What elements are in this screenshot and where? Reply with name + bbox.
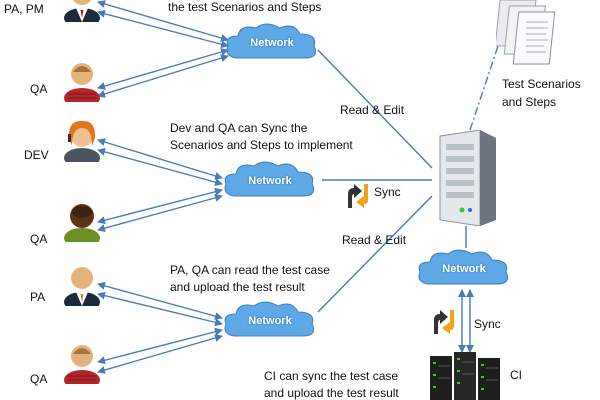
- person-icon: [64, 204, 100, 242]
- cloud-icon: Network: [412, 248, 516, 290]
- role-label-pa: PA: [30, 290, 46, 304]
- network-label: Network: [248, 175, 292, 187]
- role-label-qa: QA: [30, 82, 48, 96]
- network-label: Network: [248, 315, 292, 327]
- arrow-qa2-network2: [97, 187, 223, 225]
- docs-label-line2: and Steps: [502, 95, 557, 109]
- role-label-pa-pm: PA, PM: [4, 2, 44, 16]
- network-label: Network: [442, 263, 486, 275]
- person-icon: [64, 0, 100, 22]
- person-icon: [64, 345, 100, 384]
- person-icon: [64, 63, 100, 102]
- role-label-ci: CI: [510, 368, 522, 382]
- arrow-pa-network3-b: [97, 291, 223, 327]
- role-label-qa: QA: [30, 372, 48, 386]
- caption-pa-qa-line1: PA, QA can read the test case: [170, 263, 330, 277]
- caption-dev-qa-line1: Dev and QA can Sync the: [170, 121, 308, 135]
- role-label-dev: DEV: [24, 148, 49, 162]
- caption-ci-line2: and upload the test result: [264, 386, 399, 400]
- role-label-qa: QA: [30, 232, 48, 246]
- arrow-qa3-network3-b: [97, 334, 223, 374]
- ci-server-rack-icon: [430, 352, 500, 400]
- sync-label: Sync: [374, 185, 401, 199]
- sync-arrows-icon: [348, 184, 368, 208]
- cloud-icon: Network: [222, 22, 322, 64]
- arrow-qa1-network1-b: [97, 54, 229, 98]
- person-icon: [64, 267, 100, 306]
- caption-dev-qa-line2: Scenarios and Steps to implement: [170, 138, 353, 152]
- network-label: Network: [250, 37, 294, 49]
- line-network3-server: [317, 195, 433, 313]
- read-edit-label: Read & Edit: [342, 233, 407, 247]
- sync-arrows-icon: [434, 310, 454, 334]
- caption-top: the test Scenarios and Steps: [168, 0, 322, 14]
- cloud-icon: Network: [218, 300, 322, 342]
- sync-label: Sync: [474, 317, 501, 331]
- read-edit-label: Read & Edit: [340, 103, 405, 117]
- arrow-qa2-network2-b: [97, 193, 223, 233]
- documents-icon: [496, 0, 556, 65]
- arrow-qa1-network1: [97, 48, 229, 90]
- arrow-dev-network2-b: [97, 147, 223, 187]
- server-icon: [439, 130, 496, 226]
- caption-ci-line1: CI can sync the test case: [264, 369, 399, 383]
- arrow-papm-network1-b: [97, 9, 229, 49]
- caption-pa-qa-line2: and upload the test result: [170, 280, 305, 294]
- docs-label-line1: Test Scenarios: [502, 77, 581, 91]
- arrow-qa3-network3: [97, 327, 223, 365]
- cloud-icon: Network: [218, 160, 322, 202]
- person-icon: [64, 120, 100, 162]
- line-network1-server: [317, 49, 433, 169]
